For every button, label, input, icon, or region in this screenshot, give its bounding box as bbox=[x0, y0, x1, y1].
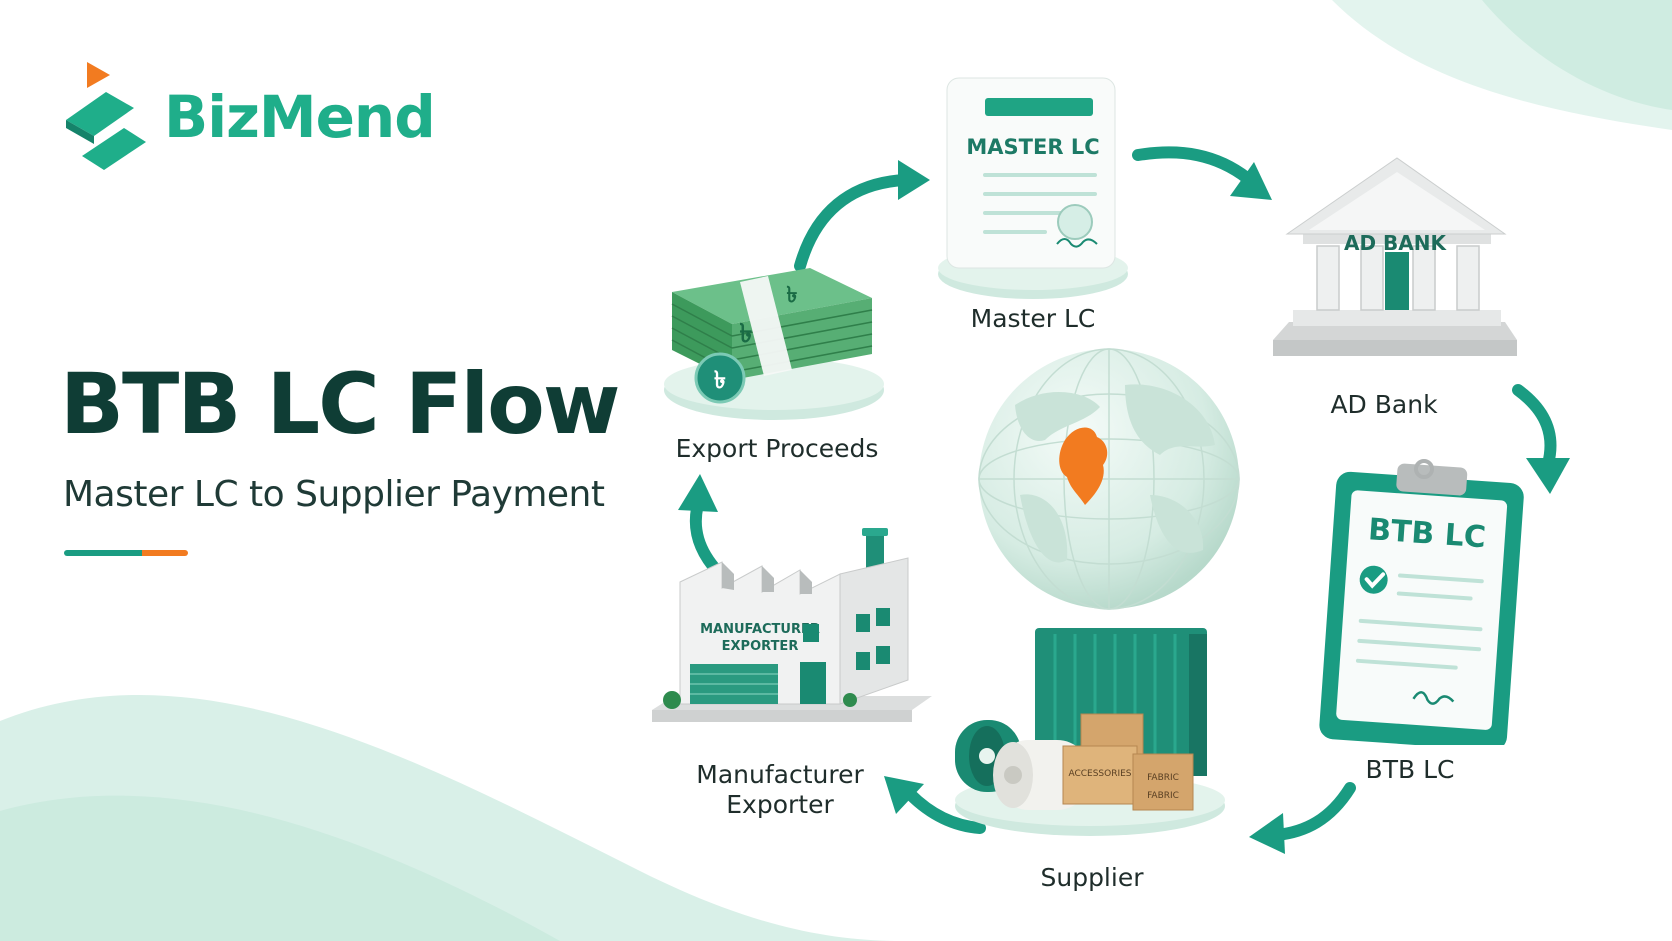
background-wave-top bbox=[1332, 0, 1672, 130]
currency-symbol-coin: ৳ bbox=[714, 366, 726, 394]
arrow-master-lc-to-bank bbox=[1132, 146, 1272, 200]
supplier-node[interactable]: ACCESSORIES FABRIC FABRIC Supplier bbox=[955, 628, 1255, 892]
currency-symbol-band: ৳ bbox=[740, 319, 753, 349]
ad-bank-sign: AD BANK bbox=[1344, 231, 1448, 255]
brand[interactable]: BizMend bbox=[62, 62, 436, 172]
hero-divider bbox=[64, 550, 188, 556]
document-icon: MASTER LC bbox=[938, 77, 1128, 299]
master-lc-label: Master LC bbox=[970, 304, 1096, 333]
btb-lc-doc-title: BTB LC bbox=[1367, 512, 1487, 555]
supplier-label: Supplier bbox=[1040, 863, 1144, 892]
globe-bangladesh-icon bbox=[978, 348, 1240, 610]
hero-subtitle: Master LC to Supplier Payment bbox=[63, 474, 605, 515]
hero-title: BTB LC Flow bbox=[60, 355, 620, 453]
arrow-bank-to-btb-lc bbox=[1512, 384, 1570, 494]
export-proceeds-node[interactable]: ৳ ৳ ৳ Export Proceeds bbox=[660, 262, 890, 463]
factory-sign-line-1: MANUFACTURER bbox=[700, 622, 820, 637]
globe-bangladesh-node bbox=[975, 345, 1243, 613]
currency-symbol-top: ৳ bbox=[787, 283, 798, 308]
ad-bank-label: AD Bank bbox=[1330, 390, 1438, 419]
box-label-accessories: ACCESSORIES bbox=[1068, 769, 1131, 779]
master-lc-doc-title: MASTER LC bbox=[966, 135, 1099, 159]
btb-lc-label: BTB LC bbox=[1365, 755, 1455, 784]
manufacturer-node[interactable]: MANUFACTURER EXPORTER Manufacturer Expor… bbox=[650, 528, 935, 819]
cash-icon: ৳ ৳ ৳ bbox=[664, 268, 884, 420]
factory-sign-line-2: EXPORTER bbox=[722, 639, 799, 654]
master-lc-node[interactable]: MASTER LC Master LC bbox=[935, 72, 1135, 333]
brand-name: BizMend bbox=[164, 83, 436, 151]
arrow-proceeds-to-master-lc bbox=[794, 160, 930, 272]
arrow-btb-lc-to-supplier bbox=[1249, 782, 1356, 854]
ad-bank-node[interactable]: AD BANK AD Bank bbox=[1265, 150, 1520, 419]
background-wave-bottom bbox=[0, 694, 900, 941]
arrow-supplier-to-manufacturer bbox=[884, 776, 986, 834]
brand-logo-icon bbox=[66, 62, 146, 170]
btb-lc-node[interactable]: BTB LC BTB LC bbox=[1310, 455, 1525, 784]
container-icon: ACCESSORIES FABRIC FABRIC bbox=[955, 628, 1225, 836]
bank-icon: AD BANK bbox=[1273, 157, 1517, 356]
box-label-fabric-2: FABRIC bbox=[1147, 791, 1179, 801]
clipboard-icon: BTB LC bbox=[1319, 459, 1524, 745]
export-proceeds-label: Export Proceeds bbox=[675, 434, 879, 463]
factory-icon: MANUFACTURER EXPORTER bbox=[652, 528, 932, 722]
box-label-fabric: FABRIC bbox=[1147, 773, 1179, 783]
manufacturer-label: Manufacturer Exporter bbox=[696, 760, 864, 819]
